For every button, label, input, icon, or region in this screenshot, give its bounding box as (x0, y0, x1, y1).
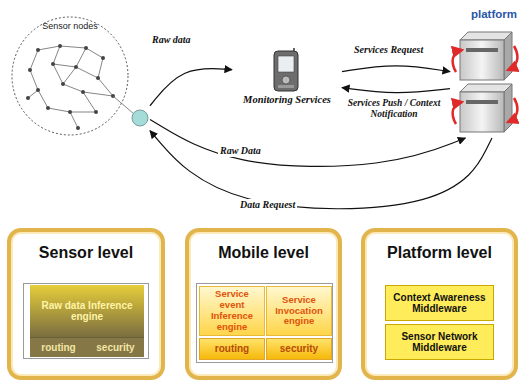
node-text: security (280, 343, 318, 355)
middleware-box: Context Awareness Middleware (385, 285, 494, 321)
node-text: Service Invocation engine (270, 295, 328, 328)
level-panel: Sensor levelRaw data Inference engine rou… (7, 228, 165, 380)
security-box: security (266, 338, 332, 360)
node-text: Sensor Network Middleware (389, 331, 490, 354)
edge-label-holder: Services Request (352, 44, 425, 56)
server-illustration (450, 8, 520, 138)
node-text: platform (450, 8, 520, 20)
node-text: Service event Inference engine (203, 289, 261, 333)
node-text: Sensor level (11, 244, 161, 262)
node-text: routing (41, 342, 75, 354)
edge-label: Services Request (352, 44, 425, 56)
edge-label-holder: Services Push / Context Notification (341, 98, 447, 121)
flow-arrow (150, 69, 232, 106)
edge-label: Raw Data (218, 145, 263, 157)
edge-label-holder: Raw data (150, 34, 193, 46)
engine-box: Service event Inference engine (199, 286, 265, 336)
node-text: Context Awareness Middleware (389, 292, 490, 315)
mobile-device: Monitoring Services (232, 48, 342, 110)
platform-server: platform (450, 8, 520, 138)
edge-label: Raw data (150, 34, 193, 46)
node-text: security (96, 342, 134, 354)
flow-arrow (150, 131, 492, 209)
flow-arrow (150, 120, 465, 167)
node-text: routing (215, 343, 249, 355)
node-text: Sensor nodes (28, 21, 112, 31)
routing-box: routing (30, 337, 87, 357)
edge-label-holder: Raw Data (218, 145, 263, 157)
edge-label: Services Push / Context Notification (341, 98, 447, 121)
node-text: Mobile level (189, 244, 338, 262)
flow-arrow (342, 88, 450, 93)
edge-label: Data Request (238, 199, 297, 211)
flow-arrow (342, 66, 450, 72)
node-text: Raw data Inference engine (33, 300, 141, 323)
engine-box: Service Invocation engine (266, 286, 332, 336)
middleware-box: Sensor Network Middleware (385, 324, 494, 360)
security-box: security (87, 337, 144, 357)
sensor-cloud: Sensor nodes (8, 12, 150, 137)
level-panel: Mobile levelService event Inference engi… (185, 228, 342, 380)
node-text: Monitoring Services (232, 94, 342, 105)
node-text: Platform level (365, 244, 514, 262)
engine-box: Raw data Inference engine (30, 285, 144, 337)
routing-box: routing (199, 338, 265, 360)
edge-label-holder: Data Request (238, 199, 297, 211)
level-panel: Platform levelContext Awareness Middlewa… (361, 228, 518, 380)
